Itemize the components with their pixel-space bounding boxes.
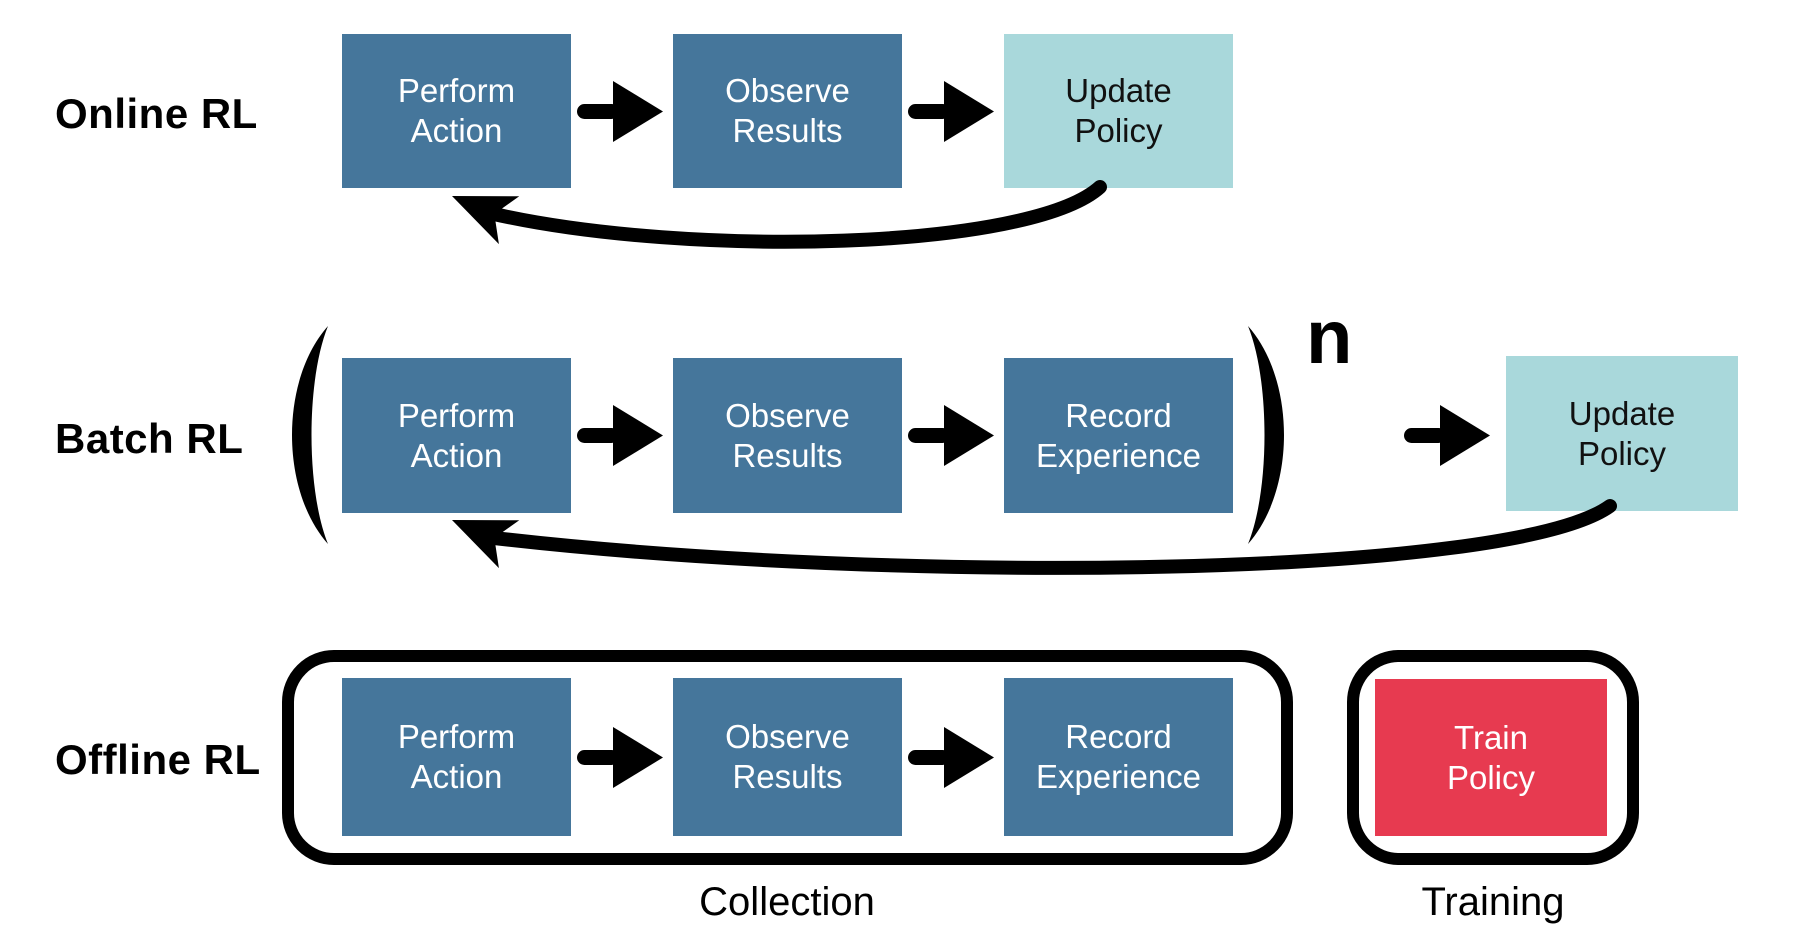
online-update-policy-box: Update Policy — [1004, 34, 1233, 188]
arrow-right-icon — [577, 405, 663, 466]
arrow-right-icon — [577, 81, 663, 142]
arrow-right-icon — [908, 81, 994, 142]
collection-caption: Collection — [699, 880, 875, 924]
box-label-line: Update — [1065, 72, 1172, 110]
box-label-line: Perform — [397, 718, 516, 756]
batch-observe-results-box: Observe Results — [673, 358, 902, 513]
offline-observe-results-box: Observe Results — [673, 678, 902, 836]
box-label-line: Policy — [1074, 112, 1163, 149]
box-label-line: Action — [410, 112, 503, 149]
box-label-line: Perform — [397, 396, 516, 434]
box-label-line: Policy — [1446, 758, 1536, 796]
online-perform-action-box: Perform Action — [342, 34, 571, 188]
box-label-line: Action — [410, 758, 503, 795]
batch-perform-action-box: Perform Action — [342, 358, 571, 513]
online-observe-results-box: Observe Results — [673, 34, 902, 188]
box-label-line: Results — [732, 112, 843, 149]
batch-record-experience-box: Record Experience — [1004, 358, 1233, 513]
row-label-online: Online RL — [55, 90, 258, 137]
collection-group-outline — [282, 650, 1293, 865]
box-label-line: Update — [1568, 394, 1676, 432]
arrow-right-icon — [908, 727, 994, 788]
box-label-line: Action — [410, 436, 503, 474]
box-label-line: Observe — [725, 718, 850, 756]
box-label-line: Policy — [1577, 434, 1667, 472]
box-label-line: Experience — [1035, 758, 1202, 795]
offline-record-experience-box: Record Experience — [1004, 678, 1233, 836]
training-caption: Training — [1421, 880, 1565, 924]
offline-perform-action-box: Perform Action — [342, 678, 571, 836]
paren-close-icon — [1248, 326, 1284, 544]
box-label-line: Results — [732, 758, 843, 795]
box-label-line: Experience — [1035, 436, 1202, 474]
arrow-right-icon — [908, 405, 994, 466]
row-label-batch: Batch RL — [55, 415, 244, 462]
box-label-line: Record — [1065, 718, 1172, 756]
training-group-outline — [1347, 650, 1639, 865]
box-label-line: Perform — [397, 72, 516, 110]
box-label-line: Observe — [725, 396, 850, 434]
paren-open-icon — [292, 326, 328, 544]
batch-update-policy-box: Update Policy — [1506, 356, 1738, 511]
arrow-right-icon — [577, 727, 663, 788]
box-label-line: Train — [1454, 718, 1528, 756]
row-label-offline: Offline RL — [55, 736, 261, 783]
box-label-line: Results — [732, 436, 843, 474]
repeat-exponent: n — [1306, 295, 1353, 380]
box-label-line: Record — [1065, 396, 1172, 434]
arrow-right-icon — [1404, 405, 1490, 466]
box-label-line: Observe — [725, 72, 850, 110]
offline-train-policy-box: Train Policy — [1375, 679, 1607, 836]
